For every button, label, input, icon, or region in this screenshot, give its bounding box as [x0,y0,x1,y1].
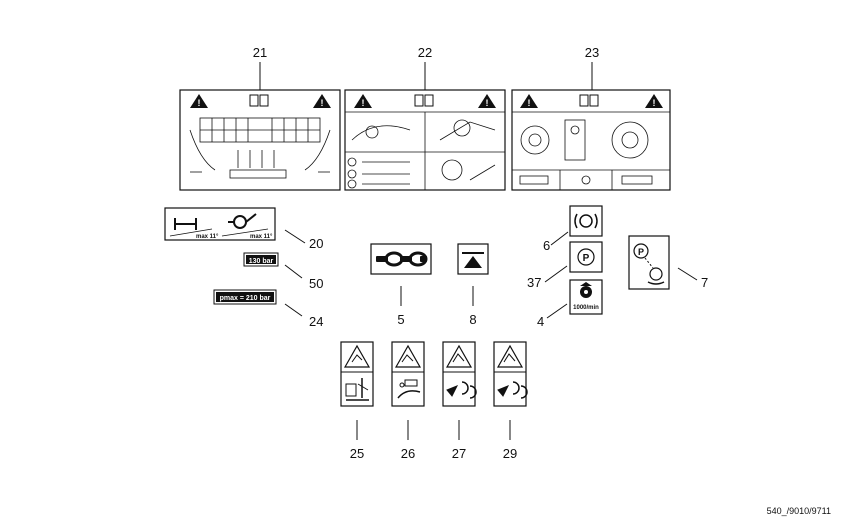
warning-triangle-icon: ! [478,94,496,108]
decal-23: ! ! [511,89,671,191]
manual-book-icon [414,94,434,107]
gearbox-schematic-icon [512,111,670,190]
svg-text:!: ! [198,98,201,108]
manual-book-icon [579,94,599,107]
svg-text:!: ! [653,98,656,108]
callout-20: 20 [309,236,323,251]
brake-warning-icon [574,213,598,229]
decal-5 [370,243,432,275]
callout-27: 27 [452,446,466,461]
pmax-label: pmax = 210 bar [220,295,271,302]
callout-22: 22 [418,45,432,60]
lift-arrow-icon [462,252,484,268]
leader-line [284,303,303,317]
parking-p-label: P [583,253,590,264]
decal-27 [442,341,477,407]
reference-code: 540_/9010/9711 [766,506,831,516]
callout-23: 23 [585,45,599,60]
thrown-object-hazard-icon [397,379,421,399]
warning-triangle-icon: ! [520,94,538,108]
leader-line [677,267,698,281]
decal-50: 130 bar [243,252,279,267]
hazard-triangle-icon [496,344,524,368]
parking-p-label-2: P [638,247,644,257]
leader-line [284,264,303,279]
machine-schematic-icon [189,117,331,179]
decal-25 [340,341,374,407]
tilt-label-right: max 11° [250,234,273,240]
warning-triangle-icon: ! [354,94,372,108]
rotating-part-hazard-icon [446,381,477,399]
callout-24: 24 [309,314,323,329]
rotating-part-hazard-icon [497,381,528,399]
hazard-triangle-icon [394,344,422,368]
decal-26 [391,341,425,407]
callout-25: 25 [350,446,364,461]
svg-text:!: ! [486,98,489,108]
callout-21: 21 [253,45,267,60]
svg-text:!: ! [362,98,365,108]
decal-22: ! ! [344,89,506,191]
lubrication-schematic-icon [345,111,505,190]
hazard-triangle-icon [445,344,473,368]
svg-text:!: ! [321,98,324,108]
manual-book-icon [249,94,269,107]
callout-6: 6 [543,238,550,253]
parking-brake-icon: P [577,248,595,266]
crush-hazard-icon [345,378,369,401]
chain-icon [376,251,428,267]
callout-26: 26 [401,446,415,461]
leader-line [544,265,568,283]
callout-8: 8 [469,312,476,327]
hazard-triangle-icon [343,344,371,368]
tilt-label-left: max 11° [196,234,219,240]
pto-speed-icon [580,282,592,298]
decal-6 [569,205,603,237]
callout-7: 7 [701,275,708,290]
warning-triangle-icon: ! [313,94,331,108]
callout-5: 5 [397,312,404,327]
parking-to-wheel-icon: P [633,243,665,285]
rpm-label: 1000/min [573,305,599,311]
tilt-limit-icon [174,213,257,230]
callout-4: 4 [537,314,544,329]
decal-29 [493,341,528,407]
leader-line [546,303,568,319]
decal-8 [457,243,489,275]
warning-triangle-icon: ! [645,94,663,108]
decal-37: P [569,241,603,273]
decal-24: pmax = 210 bar [213,289,277,305]
decal-20: max 11° max 11° [164,207,276,241]
callout-50: 50 [309,276,323,291]
svg-text:!: ! [528,98,531,108]
leader-line [550,231,569,246]
decal-21: ! ! [179,89,341,191]
warning-triangle-icon: ! [190,94,208,108]
pressure-130-label: 130 bar [249,258,274,265]
leader-line [284,229,306,244]
callout-37: 37 [527,275,541,290]
decal-4: 1000/min [569,279,603,315]
decal-7: P [628,235,670,290]
callout-29: 29 [503,446,517,461]
